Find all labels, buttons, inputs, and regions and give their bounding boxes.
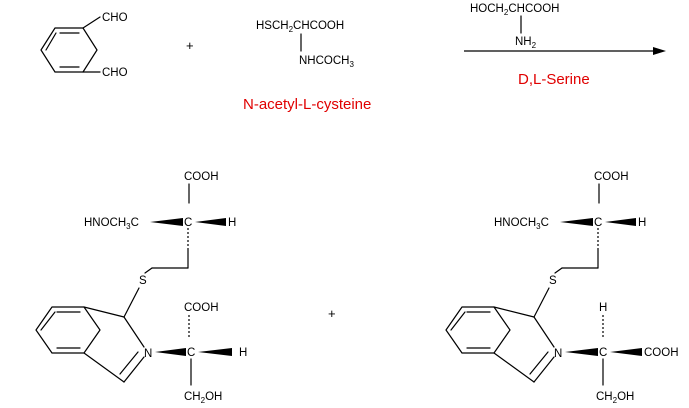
product-right: COOH HNOCH3C C H S N H C COOH CH2OH	[445, 171, 679, 405]
reaction-arrow-group: HOCH2CHCOOH NH2 D,L-Serine	[464, 3, 666, 88]
left-bottom-c: C	[187, 347, 195, 359]
right-top-h: H	[638, 217, 646, 229]
phthalaldehyde-structure: CHO CHO	[40, 12, 128, 79]
serine-name: D,L-Serine	[518, 71, 590, 88]
right-top-substituent: HNOCH3C	[494, 217, 549, 231]
left-s-atom: S	[139, 275, 147, 287]
nac-structure: HSCH2CHCOOH NHCOCH3 N-acetyl-L-cysteine	[243, 20, 371, 113]
right-top-c: C	[594, 217, 602, 229]
right-bottom-h: H	[599, 302, 607, 314]
left-top-c: C	[184, 217, 192, 229]
cho-top-label: CHO	[102, 12, 128, 24]
left-n-atom: N	[144, 348, 152, 360]
left-top-cooh: COOH	[184, 171, 219, 183]
serine-formula-line1: HOCH2CHCOOH	[470, 3, 559, 17]
right-top-cooh: COOH	[594, 171, 629, 183]
left-top-substituent: HNOCH3C	[84, 217, 139, 231]
nac-name: N-acetyl-L-cysteine	[243, 96, 371, 113]
nac-formula-line1: HSCH2CHCOOH	[256, 20, 344, 34]
plus-sign-1: +	[186, 38, 194, 53]
right-s-atom: S	[549, 275, 557, 287]
left-top-h: H	[228, 217, 236, 229]
right-bottom-cooh: COOH	[644, 347, 679, 359]
right-bottom-c: C	[599, 347, 607, 359]
product-left: COOH HNOCH3C C H S N COOH C H CH2OH	[35, 171, 247, 405]
serine-formula-line2: NH2	[515, 36, 537, 50]
left-bottom-h: H	[239, 347, 247, 359]
left-ch2oh: CH2OH	[184, 391, 222, 405]
left-bottom-cooh: COOH	[184, 302, 219, 314]
right-ch2oh: CH2OH	[596, 391, 634, 405]
right-n-atom: N	[554, 348, 562, 360]
cho-bottom-label: CHO	[102, 67, 128, 79]
plus-sign-2: +	[328, 306, 336, 321]
nac-formula-line2: NHCOCH3	[299, 55, 354, 69]
